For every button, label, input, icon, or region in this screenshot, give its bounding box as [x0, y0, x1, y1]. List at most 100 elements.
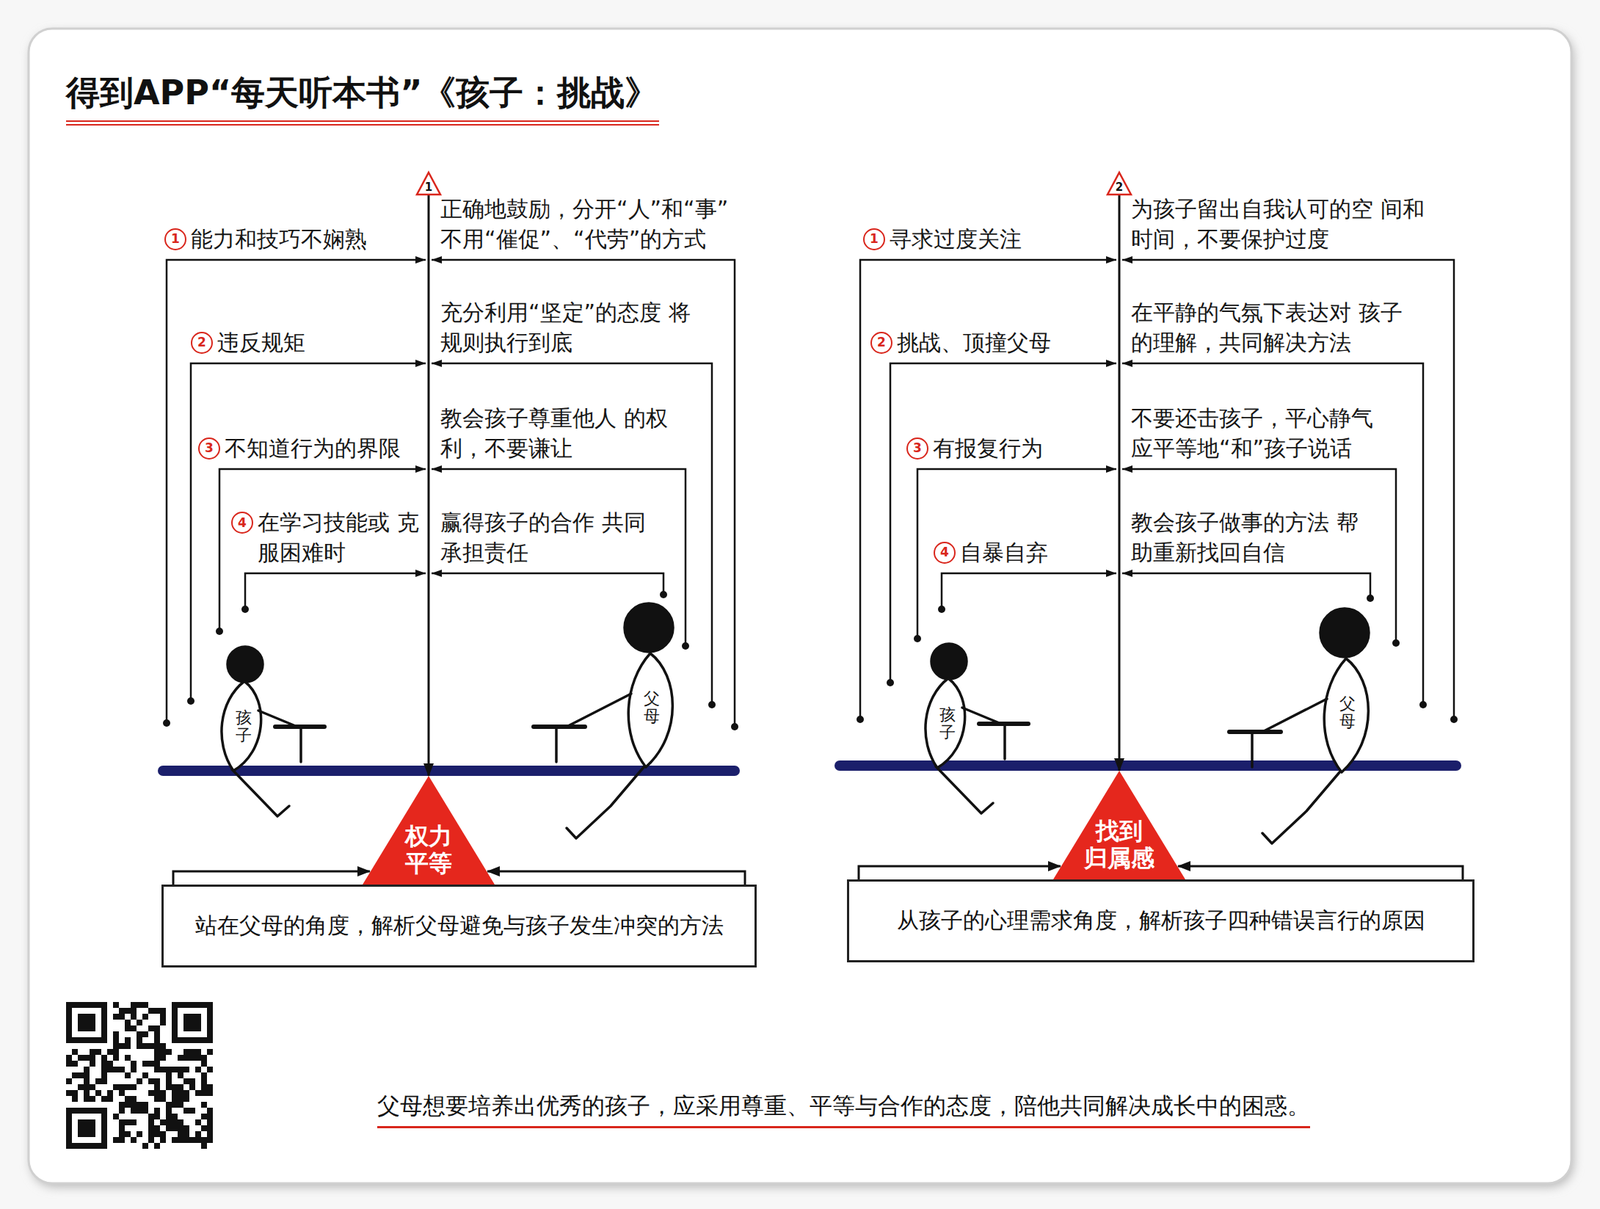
callout-number-text: 1 [869, 232, 879, 246]
qr-module [118, 1119, 125, 1126]
qr-module [189, 1107, 196, 1114]
figure-body [628, 653, 673, 767]
summary-box-text: 从孩子的心理需求角度，解析孩子四种错误言行的原因 [896, 905, 1426, 936]
qr-module [171, 1113, 178, 1120]
qr-module [113, 1113, 119, 1120]
leader-line [917, 468, 1117, 639]
qr-module [177, 1089, 184, 1096]
qr-module [148, 1136, 155, 1143]
problem-text: 违反规矩 [217, 328, 423, 359]
qr-module [171, 1089, 178, 1096]
table-leg [554, 726, 558, 762]
fulcrum-triangle: 权力 平等 [362, 775, 495, 885]
qr-module [160, 1048, 166, 1055]
qr-module [95, 1089, 102, 1096]
qr-module [165, 1113, 172, 1120]
callout-number-text: 2 [877, 336, 886, 349]
panel-marker: 1 [416, 171, 442, 196]
qr-module [66, 1054, 72, 1061]
qr-module [113, 1048, 119, 1055]
parent-figure [1229, 608, 1369, 844]
qr-module [130, 1013, 137, 1020]
qr-module [171, 1136, 178, 1143]
solution-text: 充分利用“坚定”的态度 将规则执行到底 [440, 297, 705, 358]
qr-module [124, 1119, 131, 1126]
caption: 父母想要培养出优秀的孩子，应采用尊重、平等与合作的态度，陪他共同解决成长中的困惑… [377, 1090, 1311, 1129]
problem-text: 自暴自弃 [960, 537, 1113, 569]
qr-module [195, 1066, 202, 1073]
table-leg [1250, 731, 1254, 767]
qr-module [148, 1119, 155, 1126]
qr-module [206, 1131, 213, 1137]
figure-head [624, 603, 674, 652]
qr-module [201, 1089, 207, 1096]
qr-module [124, 1095, 131, 1102]
qr-module [83, 1078, 90, 1085]
line-end-dot [937, 605, 946, 613]
solution-text: 正确地鼓励，分开“人”和“事” 不用“催促”、“代劳”的方式 [440, 194, 731, 254]
qr-module [130, 1025, 137, 1032]
qr-module [118, 1007, 125, 1014]
qr-module [160, 1089, 166, 1096]
qr-module [71, 1095, 78, 1102]
marker-triangle [416, 172, 441, 195]
qr-module [154, 1113, 160, 1120]
qr-module [171, 1095, 178, 1102]
figure-arm [566, 693, 632, 727]
figure-leg [566, 766, 645, 839]
connector-arrow [487, 871, 745, 885]
callout-number: 2 [870, 331, 893, 354]
qr-module [206, 1107, 213, 1114]
qr-module [183, 1048, 190, 1055]
callout-number: 4 [231, 511, 254, 534]
callout-number: 3 [198, 437, 221, 460]
qr-module [165, 1048, 172, 1055]
solution-text: 赢得孩子的合作 共同承担责任 [440, 507, 656, 568]
qr-module [118, 1101, 125, 1108]
callout-number: 3 [906, 437, 929, 460]
callout-number-text: 3 [913, 441, 922, 455]
qr-module [183, 1125, 190, 1132]
qr-module [154, 1025, 160, 1032]
qr-module [142, 1042, 149, 1049]
line-end-dot [187, 697, 195, 705]
qr-module [83, 1072, 90, 1079]
callout-number-text: 2 [197, 336, 207, 349]
solution-text: 教会孩子做事的方法 帮助重新找回自信 [1131, 507, 1363, 568]
qr-module [154, 1007, 160, 1014]
qr-module [142, 1001, 149, 1008]
figure-head [931, 643, 967, 679]
qr-module [101, 1095, 108, 1102]
qr-module [95, 1048, 102, 1055]
qr-module [113, 1042, 119, 1049]
qr-module [136, 1101, 143, 1108]
qr-module [183, 1078, 190, 1085]
qr-module [177, 1131, 184, 1137]
qr-module [130, 1060, 137, 1067]
fulcrum-shape [1053, 770, 1186, 880]
qr-module [142, 1060, 149, 1067]
qr-module [118, 1066, 125, 1073]
qr-module [201, 1125, 207, 1132]
qr-module [130, 1066, 137, 1073]
qr-module [77, 1084, 84, 1090]
qr-module [160, 1013, 166, 1020]
qr-module [83, 1089, 90, 1096]
qr-module [142, 1013, 149, 1020]
qr-module [160, 1042, 166, 1049]
qr-module [124, 1101, 131, 1108]
qr-module [124, 1084, 131, 1090]
figure-label: 孩子 [939, 706, 956, 742]
seesaw-beam [157, 765, 740, 776]
qr-module [66, 1060, 72, 1067]
callout-number-text: 3 [204, 441, 214, 455]
qr-module [66, 1089, 72, 1096]
figure-head [1320, 608, 1369, 657]
qr-module [177, 1054, 184, 1061]
qr-module [177, 1101, 184, 1108]
qr-module [160, 1136, 166, 1143]
qr-module [124, 1037, 131, 1043]
qr-module [148, 1060, 155, 1067]
qr-module [142, 1072, 149, 1079]
